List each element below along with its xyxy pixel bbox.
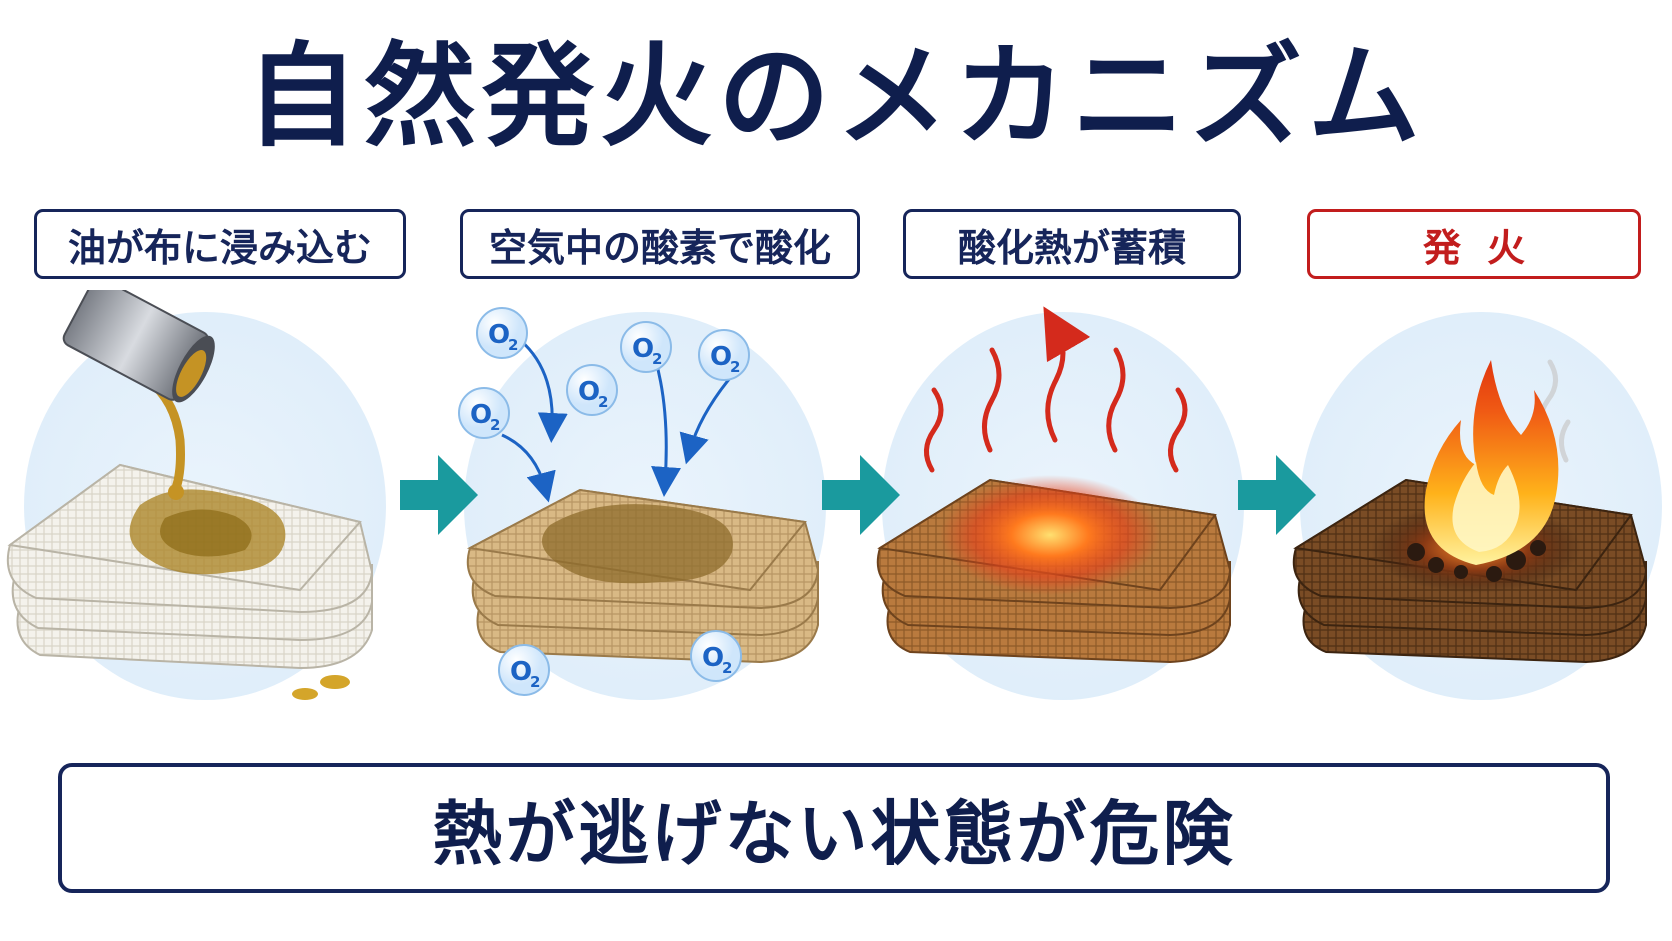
svg-text:2: 2 — [490, 416, 500, 434]
right-arrow-icon — [400, 455, 478, 535]
step-label-heat-accumulation: 酸化熱が蓄積 — [903, 209, 1241, 279]
heat-accumulation-scene — [876, 306, 1232, 664]
warning-text: 熱が逃げない状態が危険 — [432, 792, 1236, 875]
flame-icon — [1424, 360, 1559, 565]
o2-molecule-icon: O2 — [620, 321, 672, 373]
o2-molecule-icon: O2 — [498, 644, 550, 696]
svg-text:2: 2 — [730, 358, 740, 376]
oil-soak-scene — [6, 290, 374, 700]
svg-text:O: O — [702, 643, 724, 673]
o2-molecule-icon: O2 — [476, 307, 528, 359]
svg-text:2: 2 — [598, 393, 608, 411]
svg-text:O: O — [510, 657, 532, 687]
step-label-oil-soak: 油が布に浸み込む — [34, 209, 406, 279]
o2-molecule-icon: O2 — [690, 630, 742, 682]
page-title: 自然発火のメカニズム — [246, 32, 1426, 162]
right-arrow-icon — [1238, 455, 1316, 535]
svg-text:2: 2 — [508, 336, 518, 354]
svg-text:O: O — [632, 334, 654, 364]
step-label-ignition: 発火 — [1307, 209, 1641, 279]
svg-text:O: O — [488, 320, 510, 350]
ignition-scene — [1292, 359, 1648, 664]
oil-can-icon — [62, 290, 215, 403]
svg-text:O: O — [578, 377, 600, 407]
svg-text:2: 2 — [652, 350, 662, 368]
svg-text:2: 2 — [722, 659, 732, 677]
o2-molecule-icon: O2 — [698, 329, 750, 381]
warning-footer: 熱が逃げない状態が危険 — [58, 763, 1610, 893]
o2-molecule-icon: O2 — [566, 364, 618, 416]
svg-text:O: O — [710, 342, 732, 372]
step-label-oxidation: 空気中の酸素で酸化 — [460, 209, 860, 279]
o2-molecule-icon: O2 — [458, 387, 510, 439]
oxidation-scene: O2 O2 O2 O2 O2 O2 O2 — [458, 307, 820, 696]
svg-text:2: 2 — [530, 673, 540, 691]
svg-text:O: O — [470, 400, 492, 430]
heat-wave-icon — [924, 306, 1188, 473]
right-arrow-icon — [822, 455, 900, 535]
